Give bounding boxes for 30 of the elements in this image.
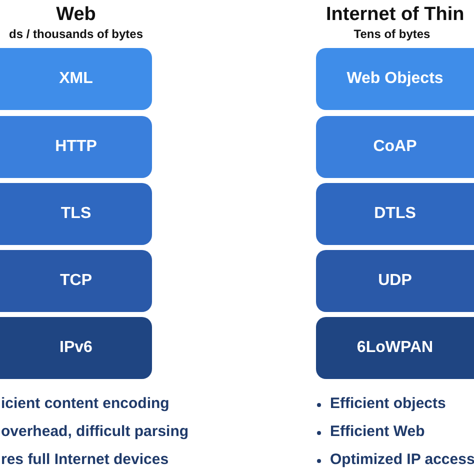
layer-name: DTLS — [374, 205, 416, 223]
column-heading: Internet of Thin — [326, 4, 464, 26]
bullet-point: icient content encoding — [1, 395, 170, 412]
column-subheading: Tens of bytes — [354, 27, 430, 41]
protocol-layer-box — [316, 183, 474, 245]
protocol-layer-box — [316, 48, 474, 110]
column-subheading: ds / thousands of bytes — [9, 27, 143, 41]
protocol-layer-box — [316, 250, 474, 312]
layer-name: CoAP — [373, 138, 417, 156]
bullet-point: res full Internet devices — [1, 451, 169, 468]
bullet-point: Efficient objects — [330, 395, 446, 412]
bullet-point: overhead, difficult parsing — [1, 423, 189, 440]
layer-name: TLS — [60, 205, 92, 223]
layer-name: 6LoWPAN — [356, 339, 434, 357]
layer-name: TCP — [60, 272, 92, 290]
layer-name: Web Objects — [346, 70, 444, 88]
layer-name: HTTP — [55, 138, 97, 156]
protocol-layer-box — [0, 250, 152, 312]
protocol-layer-box — [0, 48, 152, 110]
protocol-layer-box — [0, 317, 152, 379]
layer-name: IPv6 — [60, 339, 92, 357]
bullet-point: Efficient Web — [330, 423, 425, 440]
column-heading: Web — [56, 4, 96, 26]
layer-name: XML — [59, 70, 93, 88]
protocol-layer-box — [316, 116, 474, 178]
bullet-point: Optimized IP access — [330, 451, 474, 468]
protocol-layer-box — [0, 116, 152, 178]
protocol-layer-box — [0, 183, 152, 245]
protocol-layer-box — [316, 317, 474, 379]
layer-name: UDP — [378, 272, 412, 290]
